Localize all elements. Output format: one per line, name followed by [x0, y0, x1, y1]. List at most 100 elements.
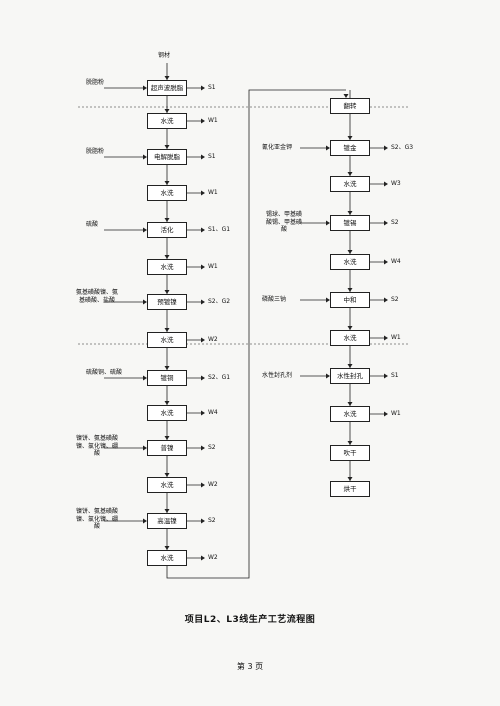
input-arrowhead: [143, 375, 147, 381]
process-step-box: 镀锡: [330, 215, 370, 231]
input-arrowhead: [143, 154, 147, 160]
process-step-box: 吹干: [330, 445, 370, 461]
flow-arrowhead: [347, 288, 353, 292]
output-label: W1: [208, 189, 218, 196]
flow-arrowhead: [164, 436, 170, 440]
output-label: W1: [208, 263, 218, 270]
flow-arrowhead: [347, 326, 353, 330]
output-label: S2: [208, 517, 216, 524]
input-arrowhead: [143, 85, 147, 91]
process-step-box: 镀金: [330, 140, 370, 156]
output-arrowhead: [384, 181, 388, 187]
process-step-box: 水洗: [330, 176, 370, 192]
output-arrowhead: [201, 555, 205, 561]
input-arrowhead: [143, 227, 147, 233]
input-label: 氰化亚金钾: [262, 144, 293, 151]
output-arrowhead: [201, 190, 205, 196]
input-arrowhead: [143, 518, 147, 524]
input-label: 镍饼、氨基磺酸镍、氯化镍、硼酸: [75, 508, 118, 530]
flow-arrowhead: [347, 211, 353, 215]
output-arrowhead: [384, 259, 388, 265]
input-label: 硫酸: [86, 221, 99, 228]
process-step-box: 烘干: [330, 481, 370, 497]
output-arrowhead: [201, 375, 205, 381]
flow-arrowhead: [347, 477, 353, 481]
flow-arrowhead: [347, 441, 353, 445]
output-label: S1: [391, 372, 399, 379]
figure-caption: 项目L2、L3线生产工艺流程图: [184, 615, 316, 625]
flow-arrowhead: [164, 145, 170, 149]
output-label: S1、G1: [208, 226, 231, 233]
process-step-box: 水洗: [147, 259, 187, 275]
output-arrowhead: [201, 227, 205, 233]
output-label: W4: [391, 258, 401, 265]
flow-arrowhead: [164, 328, 170, 332]
flow-arrowhead: [347, 136, 353, 140]
output-arrowhead: [201, 264, 205, 270]
flow-arrowhead: [164, 109, 170, 113]
output-label: W2: [208, 336, 218, 343]
flow-arrowhead: [347, 172, 353, 176]
flow-arrowhead: [347, 250, 353, 254]
output-arrowhead: [384, 411, 388, 417]
flow-arrowhead: [164, 218, 170, 222]
flow-arrowhead: [164, 546, 170, 550]
flow-arrowhead: [164, 181, 170, 185]
input-arrowhead: [143, 299, 147, 305]
output-label: W1: [391, 410, 401, 417]
output-arrowhead: [201, 518, 205, 524]
process-step-box: 高温镍: [147, 513, 187, 529]
output-arrowhead: [384, 297, 388, 303]
flow-arrowhead: [343, 94, 349, 98]
process-step-box: 水洗: [330, 330, 370, 346]
output-arrowhead: [201, 445, 205, 451]
input-arrowhead: [326, 373, 330, 379]
process-step-box: 镀铜: [147, 370, 187, 386]
output-label: S2: [391, 219, 399, 226]
input-label: 水性封孔剂: [262, 372, 293, 379]
output-arrowhead: [201, 85, 205, 91]
start-material-label: 钢材: [158, 52, 171, 59]
output-label: S1: [208, 153, 216, 160]
process-step-box: 预镀镍: [147, 294, 187, 310]
process-step-box: 电解脱脂: [147, 149, 187, 165]
input-arrowhead: [326, 145, 330, 151]
output-arrowhead: [201, 154, 205, 160]
process-step-box: 水洗: [147, 550, 187, 566]
flow-arrowhead: [164, 509, 170, 513]
process-step-box: 水洗: [330, 254, 370, 270]
process-step-box: 活化: [147, 222, 187, 238]
process-step-box: 超声波脱脂: [147, 80, 187, 96]
input-label: 硫酸铜、硫酸: [86, 369, 123, 376]
transfer-connector: [166, 89, 346, 579]
output-label: W4: [208, 409, 218, 416]
flow-arrowhead: [164, 473, 170, 477]
output-arrowhead: [384, 335, 388, 341]
input-arrowhead: [326, 220, 330, 226]
flow-arrowhead: [164, 255, 170, 259]
input-label: 氨基磺酸镍、氨基磺酸、盐酸: [75, 289, 118, 304]
output-label: W2: [208, 554, 218, 561]
output-label: W1: [391, 334, 401, 341]
output-arrowhead: [384, 145, 388, 151]
flow-arrowhead: [347, 364, 353, 368]
process-step-box: 水洗: [147, 185, 187, 201]
process-step-box: 水洗: [147, 113, 187, 129]
input-label: 锡球、甲基磺酸锡、甲基磺酸: [265, 211, 302, 233]
flow-arrowhead: [164, 366, 170, 370]
page-number: 第 3 页: [236, 662, 264, 671]
output-arrowhead: [201, 482, 205, 488]
process-step-box: 翻转: [330, 98, 370, 114]
output-arrowhead: [201, 410, 205, 416]
output-label: S2、G1: [208, 374, 231, 381]
output-arrowhead: [384, 220, 388, 226]
flow-arrowhead: [164, 401, 170, 405]
process-step-box: 水洗: [147, 332, 187, 348]
output-label: W3: [391, 180, 401, 187]
output-arrowhead: [201, 118, 205, 124]
process-step-box: 水洗: [147, 477, 187, 493]
input-arrowhead: [143, 445, 147, 451]
input-arrowhead: [326, 297, 330, 303]
